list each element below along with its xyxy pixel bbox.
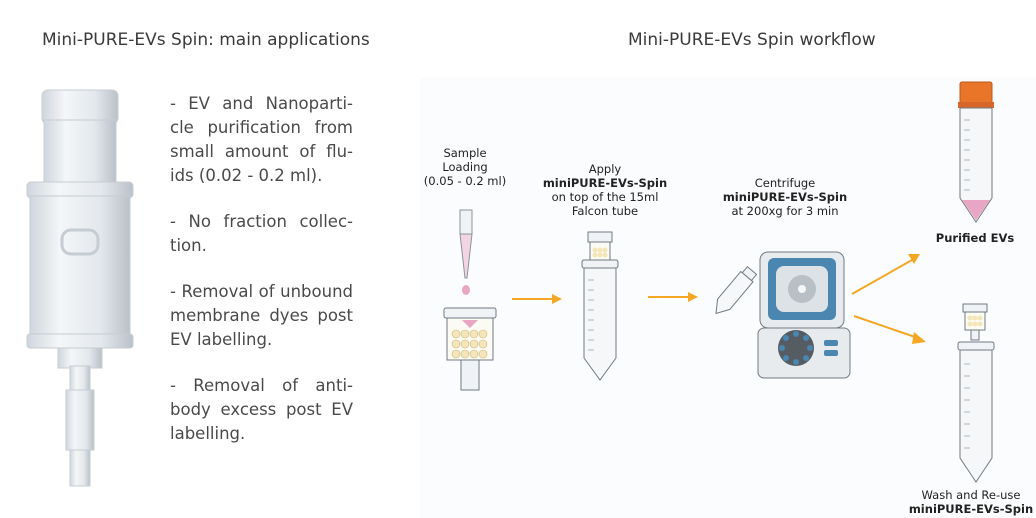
step-reuse-label: Wash and Re-use miniPURE-EVs-Spin xyxy=(908,488,1034,516)
reuse-tube-icon xyxy=(957,341,995,483)
reuse-column-icon xyxy=(962,303,988,341)
application-item: - EV and Nanoparti-cle purification from… xyxy=(170,94,353,185)
arrow-icon xyxy=(851,254,920,295)
spin-column-icon xyxy=(443,307,497,391)
pipette-icon xyxy=(459,209,473,295)
arrow-icon xyxy=(512,294,562,304)
application-item: - No fraction collec-tion. xyxy=(170,212,353,255)
applications-title: Mini-PURE-EVs Spin: main applications xyxy=(42,30,370,50)
step-apply-label: Apply miniPURE-EVs-Spin on top of the 15… xyxy=(542,162,668,218)
centrifuge-icon xyxy=(757,251,851,379)
falcon-tube-with-column-icon xyxy=(581,231,619,381)
applications-list: - EV and Nanoparti-cle purification from… xyxy=(170,92,353,446)
purified-tube-icon xyxy=(958,81,994,223)
step-centrifuge-label: Centrifuge miniPURE-EVs-Spin at 200xg fo… xyxy=(722,176,848,218)
device-image xyxy=(26,89,134,487)
application-item: - Removal of anti-body excess post EV la… xyxy=(170,376,353,443)
step-loading-label: Sample Loading (0.05 - 0.2 ml) xyxy=(423,146,507,188)
arrow-icon xyxy=(648,292,698,302)
tilted-tube-icon xyxy=(715,265,758,315)
workflow-title: Mini-PURE-EVs Spin workflow xyxy=(628,30,876,50)
step-purified-label: Purified EVs xyxy=(935,231,1015,245)
arrow-icon xyxy=(853,315,926,344)
application-item: - Removal of unbound membrane dyes post … xyxy=(170,282,353,349)
